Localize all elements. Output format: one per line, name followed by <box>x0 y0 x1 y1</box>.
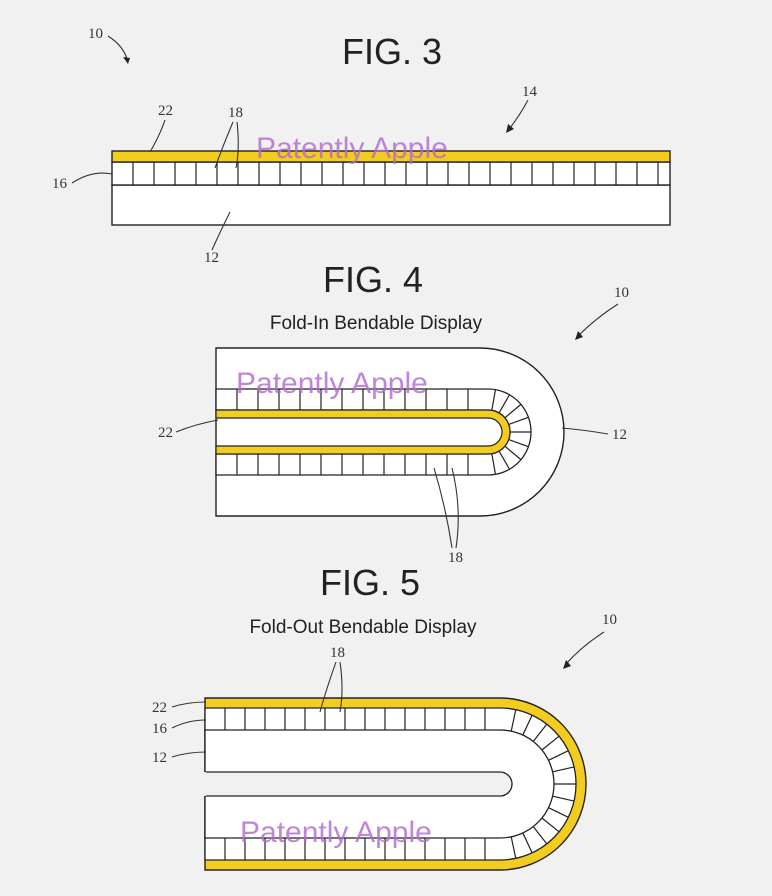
pixel-cell-divider <box>541 817 560 833</box>
pixel-cell-divider <box>522 832 533 854</box>
pixel-cell-divider <box>498 394 511 414</box>
fig5-ref-12: 12 <box>152 750 167 766</box>
pixel-cell-divider <box>552 766 575 773</box>
fig4-pixel-cells <box>236 389 531 475</box>
fig3-display-layer <box>111 150 671 163</box>
pixel-cell-divider <box>548 807 569 818</box>
fig3-ref-16: 16 <box>52 176 68 192</box>
pixel-cell-divider <box>532 723 548 742</box>
fig3-substrate <box>111 184 671 226</box>
fig3-ref-12-leader <box>211 211 231 251</box>
fig4-title: FIG. 4 <box>323 259 423 300</box>
fig4: FIG. 4 Fold-In Bendable Display Patently… <box>158 259 629 566</box>
fig5-fold-slot <box>205 771 513 797</box>
fig3-ref-18-leader-a <box>214 121 234 169</box>
watermark-2: Patently Apple <box>236 367 428 400</box>
fig3-ref-18-leader-b <box>235 121 239 169</box>
fig3-title: FIG. 3 <box>342 31 442 72</box>
fig5-ref-18-leader-a <box>319 661 337 713</box>
fig3-ref-14: 14 <box>522 84 538 100</box>
fig5-ref-12-leader <box>171 751 207 758</box>
pixel-cell-divider <box>522 714 533 736</box>
fig5-ref-device: 10 <box>602 612 617 628</box>
fig5-ref-18: 18 <box>330 645 345 661</box>
pixel-cell-divider <box>508 416 529 426</box>
pixel-cell-divider <box>504 445 522 461</box>
fig3-ref-22-leader <box>149 119 166 153</box>
fig3-ref-16-leader <box>71 172 113 184</box>
pixel-cell-divider <box>491 453 497 475</box>
pixel-cell-divider <box>491 389 497 411</box>
fig3-ref-22: 22 <box>158 103 173 119</box>
pixel-cell-divider <box>532 826 548 845</box>
pixel-cell-divider <box>510 709 517 732</box>
watermark-3: Patently Apple <box>240 816 432 849</box>
fig5: FIG. 5 Fold-Out Bendable Display Patentl… <box>152 562 617 871</box>
pixel-cell-divider <box>508 438 529 448</box>
pixel-cell-divider <box>541 735 560 751</box>
fig3: FIG. 3 Patently Apple 10 22 18 14 16 12 <box>52 26 671 266</box>
pixel-cell-divider <box>548 750 569 761</box>
fig4-ref-22: 22 <box>158 425 173 441</box>
fig4-ref-22-leader <box>175 419 219 433</box>
fig5-subtitle: Fold-Out Bendable Display <box>249 617 477 638</box>
fig5-ref-16: 16 <box>152 721 168 737</box>
fig3-pixel-cells <box>132 162 659 185</box>
fig3-ref-device: 10 <box>88 26 103 42</box>
fig4-ref-device: 10 <box>614 285 629 301</box>
fig3-ref-14-arrowhead <box>506 124 514 133</box>
fig4-ref-12: 12 <box>612 427 627 443</box>
fig3-ref-device-arrowhead <box>123 57 130 64</box>
fig3-ref-14-arrow <box>509 99 529 129</box>
fig5-title: FIG. 5 <box>320 562 420 603</box>
pixel-cell-divider <box>498 450 511 470</box>
pixel-cell-divider <box>510 836 517 859</box>
fig4-ref-18-leader-b <box>451 467 459 549</box>
pixel-cell-divider <box>552 795 575 802</box>
fig5-pixel-cells <box>224 708 576 860</box>
pixel-cell-divider <box>504 403 522 419</box>
fig3-ref-12: 12 <box>204 250 219 266</box>
fig5-ref-16-leader <box>171 719 207 729</box>
fig5-ref-device-arrow <box>565 631 605 665</box>
fig5-ref-22-leader <box>171 701 207 708</box>
fig5-ref-22: 22 <box>152 700 167 716</box>
fig5-ref-device-arrowhead <box>563 660 571 669</box>
fig4-display-layer <box>215 409 511 455</box>
fig5-ref-18-leader-b <box>339 661 343 713</box>
fig4-ref-18: 18 <box>448 550 463 566</box>
fig4-ref-device-arrowhead <box>575 331 583 340</box>
fig4-ref-12-leader <box>561 427 609 435</box>
fig4-ref-18-leader-a <box>433 467 453 549</box>
fig5-slot-opening <box>198 772 206 796</box>
fig4-ref-device-arrow <box>577 303 619 337</box>
fig3-ref-18: 18 <box>228 105 243 121</box>
watermark-1: Patently Apple <box>256 132 448 165</box>
fig4-subtitle: Fold-In Bendable Display <box>270 313 483 334</box>
